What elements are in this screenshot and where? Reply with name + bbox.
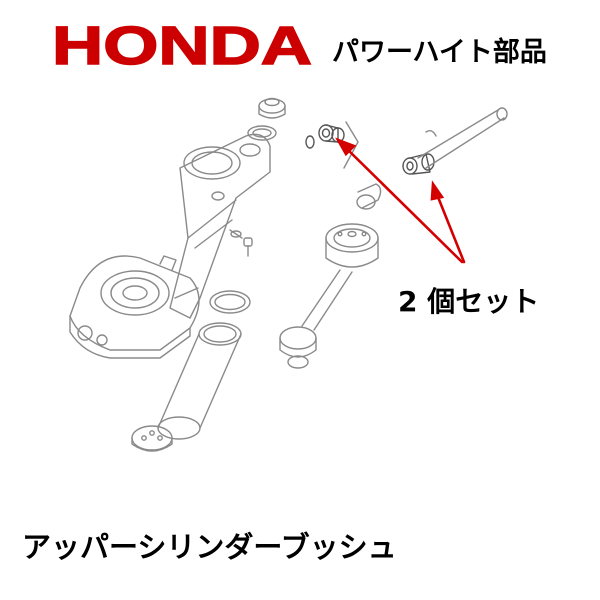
arrow-line-left	[342, 144, 464, 264]
arrow-head-right	[430, 180, 445, 201]
upper-bushing-left	[305, 124, 345, 149]
bottom-cap	[131, 425, 173, 452]
arrow-line-right	[434, 190, 466, 264]
upper-bushing-right	[402, 153, 435, 175]
honda-logo-text: HONDA	[52, 16, 312, 74]
cylinder-tube	[157, 322, 242, 440]
quantity-callout: 2 個セット	[398, 285, 540, 318]
small-bolt	[229, 229, 253, 257]
pin-rod	[417, 107, 508, 169]
bracket-line	[343, 121, 359, 169]
arrow-head-left	[335, 137, 357, 157]
header-title: パワーハイト部品	[332, 37, 547, 68]
piston-rod	[279, 183, 382, 369]
honda-logo: HONDA	[52, 15, 313, 74]
top-plug	[247, 97, 286, 141]
callout-arrows	[335, 137, 466, 264]
main-housing	[169, 133, 271, 319]
o-ring	[209, 290, 251, 314]
gear-housing	[69, 255, 200, 359]
parts-diagram	[69, 97, 508, 452]
product-name: アッパーシリンダーブッシュ	[22, 530, 397, 564]
